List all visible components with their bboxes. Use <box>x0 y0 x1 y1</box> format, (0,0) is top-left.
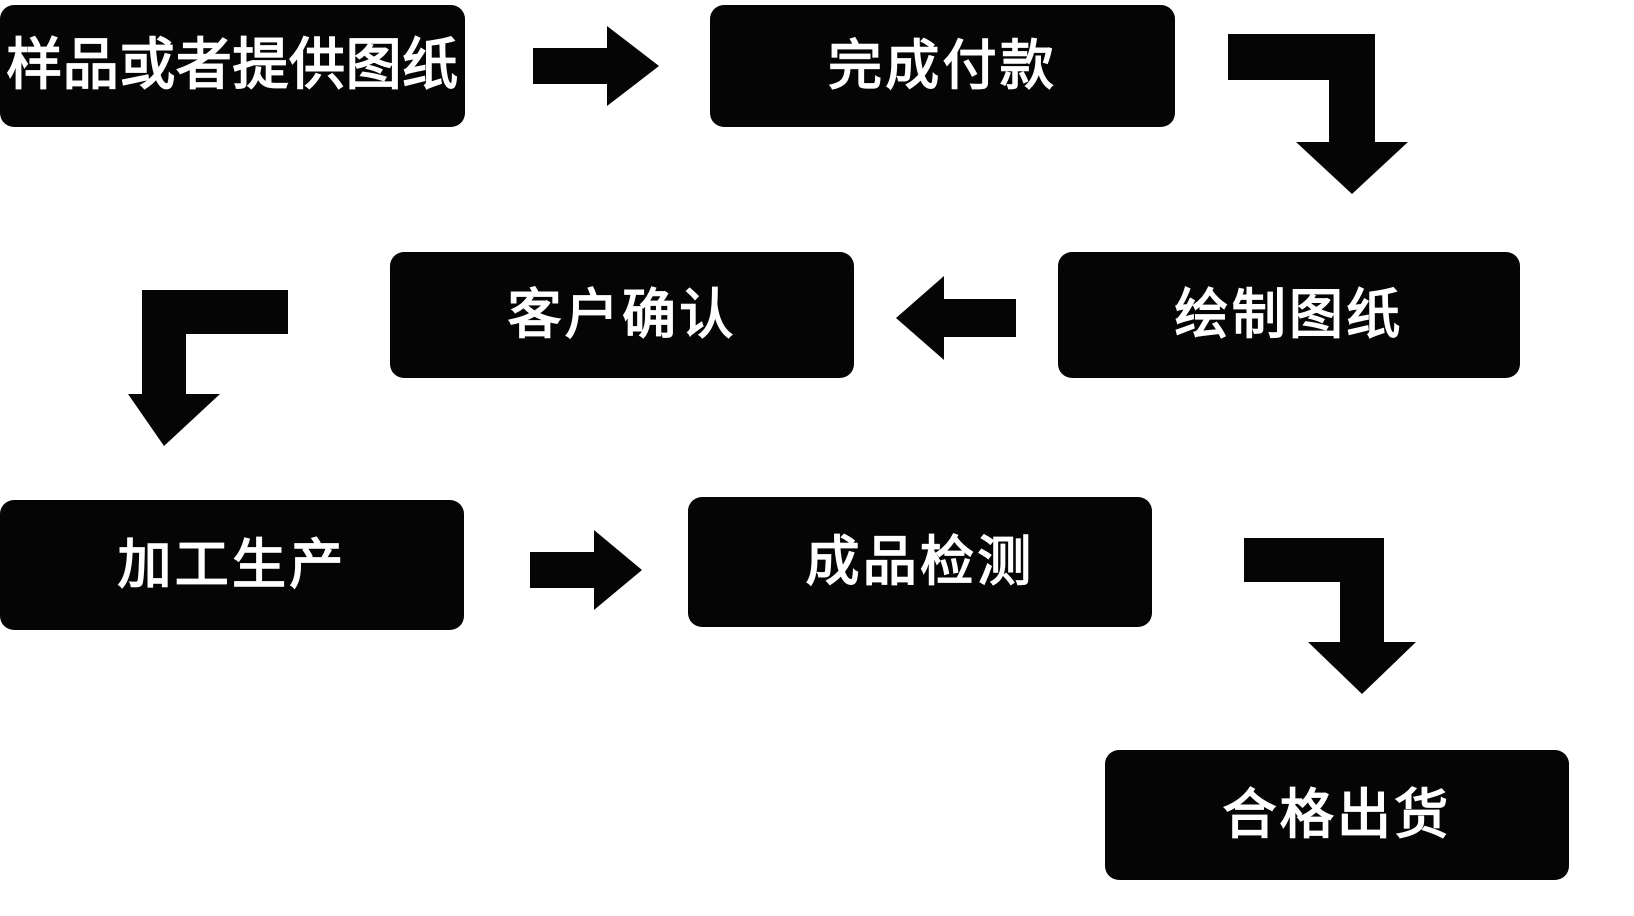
flow-node-label: 客户确认 <box>507 283 737 346</box>
flow-node-payment[interactable]: 完成付款 <box>710 5 1175 127</box>
arrow-elbow-inspection-to-shipping-icon <box>1244 538 1416 694</box>
arrow-elbow-payment-to-drawing-icon <box>1228 34 1408 194</box>
flow-node-label: 完成付款 <box>828 34 1057 97</box>
flow-node-confirm[interactable]: 客户确认 <box>390 252 854 378</box>
flow-node-label: 样品或者提供图纸 <box>6 33 459 98</box>
flow-node-label: 合格出货 <box>1222 783 1452 846</box>
arrow-left-drawing-to-confirm-icon <box>896 272 1016 364</box>
flow-node-inspection[interactable]: 成品检测 <box>688 497 1152 627</box>
flow-node-production[interactable]: 加工生产 <box>0 500 464 630</box>
arrow-right-production-to-inspection-icon <box>530 528 642 612</box>
flow-node-label: 绘制图纸 <box>1174 283 1404 346</box>
arrow-elbow-confirm-to-production-icon <box>128 290 288 446</box>
flow-node-sample[interactable]: 样品或者提供图纸 <box>0 5 465 127</box>
flow-node-shipping[interactable]: 合格出货 <box>1105 750 1569 880</box>
flow-node-drawing[interactable]: 绘制图纸 <box>1058 252 1520 378</box>
flow-node-label: 加工生产 <box>117 533 347 596</box>
arrow-right-sample-to-payment-icon <box>533 22 659 110</box>
flow-node-label: 成品检测 <box>805 530 1035 593</box>
